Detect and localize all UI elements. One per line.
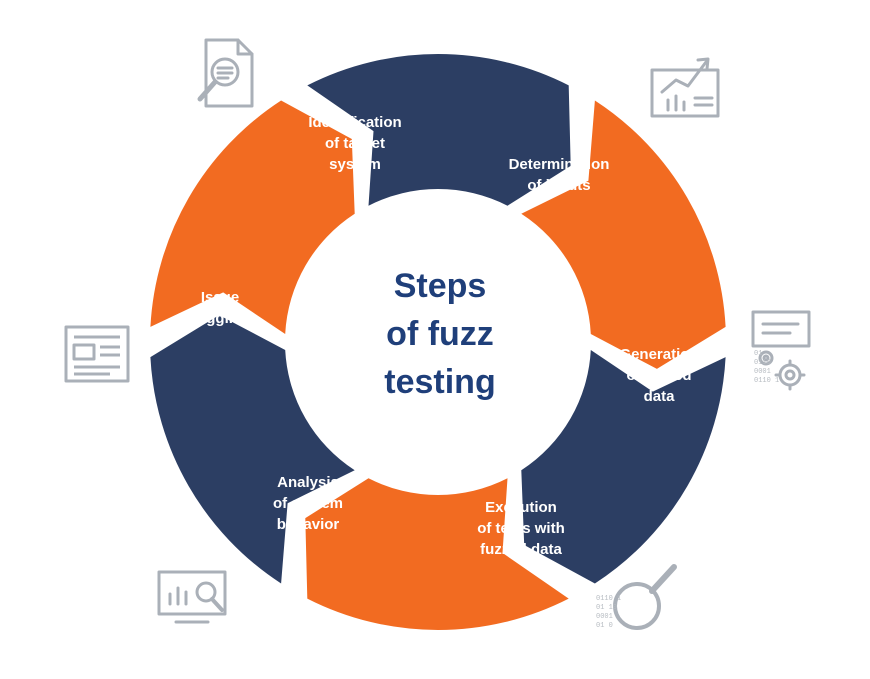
segment-issue-logging — [150, 100, 355, 334]
diagram-title: Steps of fuzz testing — [340, 262, 540, 406]
title-line: Steps — [393, 267, 487, 305]
binary-line: 01 — [754, 350, 763, 358]
step-line: Issue — [200, 289, 240, 306]
title-line: testing — [384, 363, 496, 401]
step-line: fuzzed data — [480, 541, 562, 558]
binary-magnifier-icon — [613, 564, 677, 630]
step-line: behavior — [276, 516, 340, 533]
step-determination-label: Determination of inputs — [484, 154, 634, 196]
binary-line: 0110 1 — [596, 595, 622, 603]
step-line: Generation — [619, 346, 699, 363]
binary-line: 0001 — [754, 368, 771, 376]
monitor-search-icon — [157, 570, 227, 624]
chart-window-icon — [650, 57, 720, 118]
step-line: of fuzzed — [626, 367, 692, 384]
step-line: Identification — [308, 114, 402, 131]
step-line: system — [329, 156, 381, 173]
step-line: of inputs — [527, 177, 591, 194]
segment-execution — [305, 478, 569, 630]
step-analysis-label: Analysis of system behavior — [233, 472, 383, 535]
step-line: of tests with — [477, 520, 565, 537]
segment-identification — [307, 54, 571, 206]
step-line: logging — [192, 310, 248, 327]
step-line: data — [643, 388, 675, 405]
segment-determination — [521, 100, 726, 369]
binary-line: 0110 1 — [754, 377, 780, 385]
binary-line: 01 10 — [596, 604, 618, 612]
title-line: of fuzz — [386, 315, 494, 353]
step-line: of system — [272, 495, 344, 512]
binary-gears-icon — [751, 310, 811, 391]
step-line: Execution — [485, 499, 557, 516]
step-line: of target — [325, 135, 385, 152]
step-generation-label: Generation of fuzzed data — [584, 344, 734, 407]
newspaper-icon — [64, 325, 130, 383]
segment-analysis — [150, 315, 355, 584]
document-search-icon — [197, 38, 254, 108]
step-identification-label: Identification of target system — [280, 112, 430, 175]
binary-line: 01 0 — [596, 622, 613, 630]
step-issue-logging-label: Issue logging — [160, 287, 280, 329]
binary-text-bottom: 0110 1 01 10 0001 01 0 — [596, 595, 621, 631]
step-line: Determination — [508, 156, 610, 173]
segment-generation — [521, 350, 726, 584]
binary-line: 0110 — [754, 359, 771, 367]
binary-line: 0001 — [596, 613, 613, 621]
binary-text-right: 01 0110 0001 0110 1 — [754, 350, 779, 386]
step-execution-label: Execution of tests with fuzzed data — [446, 497, 596, 560]
step-line: Analysis — [277, 474, 339, 491]
